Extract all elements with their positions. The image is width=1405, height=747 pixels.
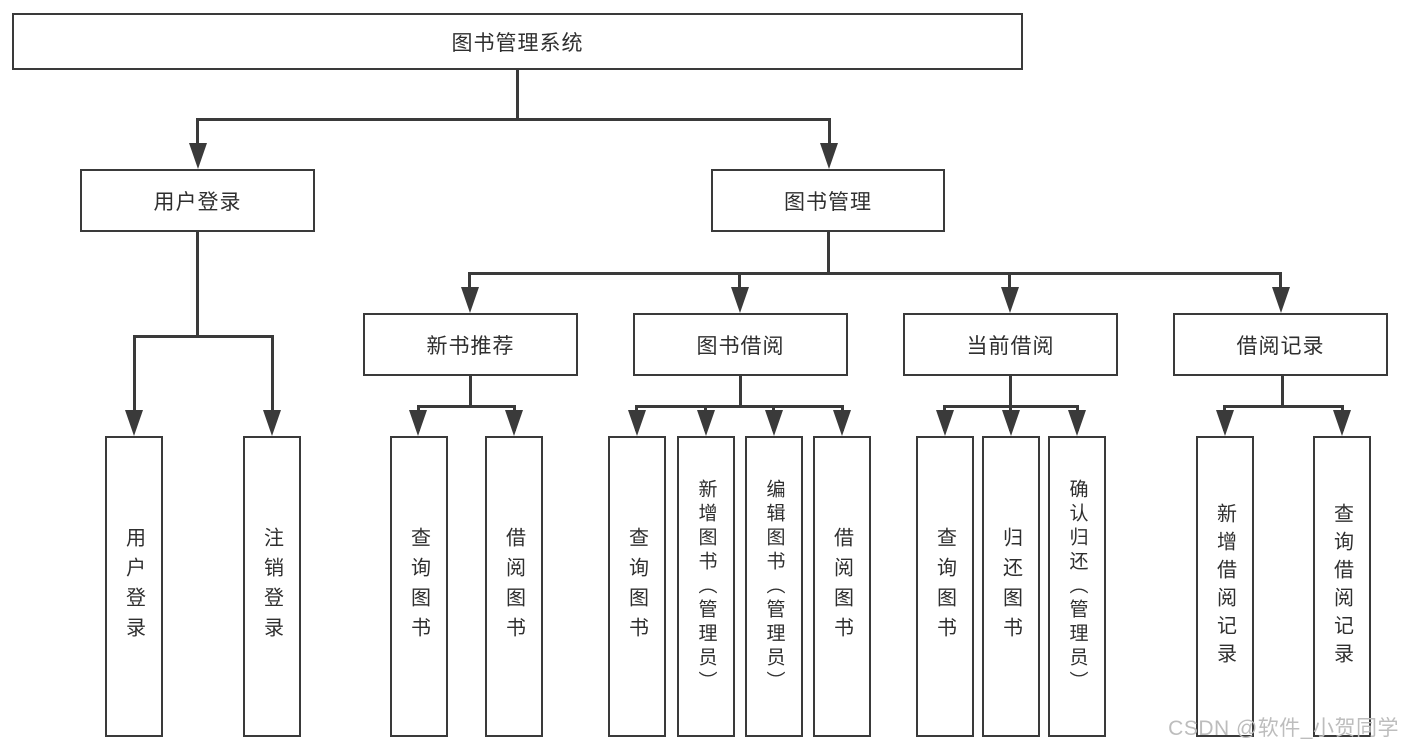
connector-line xyxy=(468,272,1282,275)
arrow-down-icon xyxy=(1216,410,1234,436)
node-leaf-user-login: 用户登录 xyxy=(105,436,163,737)
connector-line xyxy=(469,376,472,406)
node-label: 用户登录 xyxy=(122,526,145,647)
connector-line xyxy=(828,118,831,148)
arrow-down-icon xyxy=(409,410,427,436)
node-label: 当前借阅 xyxy=(966,334,1055,358)
node-leaf-borrow-books: 借阅图书 xyxy=(813,436,871,737)
node-book-management: 图书管理 xyxy=(711,169,945,232)
node-label: 查询借阅记录 xyxy=(1330,502,1353,671)
connector-line xyxy=(1223,405,1344,408)
connector-line xyxy=(133,335,136,415)
arrow-down-icon xyxy=(731,287,749,313)
node-label: 借阅图书 xyxy=(502,526,525,647)
arrow-down-icon xyxy=(189,143,207,169)
node-label: 新书推荐 xyxy=(426,334,515,358)
node-borrowing-records: 借阅记录 xyxy=(1173,313,1388,376)
node-leaf-add-borrow-record: 新增借阅记录 xyxy=(1196,436,1254,737)
node-label: 图书管理系统 xyxy=(451,31,584,55)
node-user-login: 用户登录 xyxy=(80,169,315,232)
arrow-down-icon xyxy=(820,143,838,169)
arrow-down-icon xyxy=(1068,410,1086,436)
connector-line xyxy=(516,69,519,119)
arrow-down-icon xyxy=(697,410,715,436)
node-label: 编辑图书（管理员） xyxy=(763,478,785,695)
connector-line xyxy=(417,405,516,408)
node-leaf-query-borrow-record: 查询借阅记录 xyxy=(1313,436,1371,737)
connector-line xyxy=(635,405,844,408)
arrow-down-icon xyxy=(1272,287,1290,313)
node-label: 确认归还（管理员） xyxy=(1066,478,1088,695)
node-leaf-logout: 注销登录 xyxy=(243,436,301,737)
node-label: 图书借阅 xyxy=(696,334,785,358)
node-label: 借阅记录 xyxy=(1236,334,1325,358)
arrow-down-icon xyxy=(461,287,479,313)
arrow-down-icon xyxy=(505,410,523,436)
arrow-down-icon xyxy=(1002,410,1020,436)
arrow-down-icon xyxy=(833,410,851,436)
connector-line xyxy=(827,232,830,273)
node-label: 查询图书 xyxy=(407,526,430,647)
node-label: 查询图书 xyxy=(625,526,648,647)
connector-line xyxy=(1281,376,1284,406)
arrow-down-icon xyxy=(125,410,143,436)
connector-line xyxy=(271,335,274,415)
watermark: CSDN @软件_小贺同学 xyxy=(1168,717,1399,740)
connector-line xyxy=(196,232,199,336)
node-leaf-query-books: 查询图书 xyxy=(916,436,974,737)
node-label: 注销登录 xyxy=(260,526,283,647)
node-label: 查询图书 xyxy=(933,526,956,647)
node-new-book-recommend: 新书推荐 xyxy=(363,313,578,376)
node-book-borrowing: 图书借阅 xyxy=(633,313,848,376)
arrow-down-icon xyxy=(263,410,281,436)
connector-line xyxy=(739,376,742,406)
node-label: 新增图书（管理员） xyxy=(695,478,717,695)
node-current-borrowing: 当前借阅 xyxy=(903,313,1118,376)
node-leaf-borrow-books: 借阅图书 xyxy=(485,436,543,737)
connector-line xyxy=(1279,272,1282,294)
node-leaf-query-books: 查询图书 xyxy=(608,436,666,737)
arrow-down-icon xyxy=(765,410,783,436)
node-leaf-confirm-return-admin: 确认归还（管理员） xyxy=(1048,436,1106,737)
connector-line xyxy=(1008,272,1011,294)
node-label: 归还图书 xyxy=(999,526,1022,647)
connector-line xyxy=(468,272,471,294)
arrow-down-icon xyxy=(628,410,646,436)
connector-line xyxy=(196,118,830,121)
connector-line xyxy=(196,118,199,148)
node-library-system: 图书管理系统 xyxy=(12,13,1023,70)
node-label: 图书管理 xyxy=(784,190,872,214)
connector-line xyxy=(738,272,741,294)
arrow-down-icon xyxy=(1001,287,1019,313)
node-leaf-query-books: 查询图书 xyxy=(390,436,448,737)
connector-line xyxy=(1009,376,1012,406)
node-leaf-return-books: 归还图书 xyxy=(982,436,1040,737)
node-label: 新增借阅记录 xyxy=(1213,502,1236,671)
node-leaf-edit-books-admin: 编辑图书（管理员） xyxy=(745,436,803,737)
node-label: 借阅图书 xyxy=(830,526,853,647)
node-label: 用户登录 xyxy=(153,190,242,214)
node-leaf-add-books-admin: 新增图书（管理员） xyxy=(677,436,735,737)
arrow-down-icon xyxy=(1333,410,1351,436)
arrow-down-icon xyxy=(936,410,954,436)
connector-line xyxy=(133,335,274,338)
